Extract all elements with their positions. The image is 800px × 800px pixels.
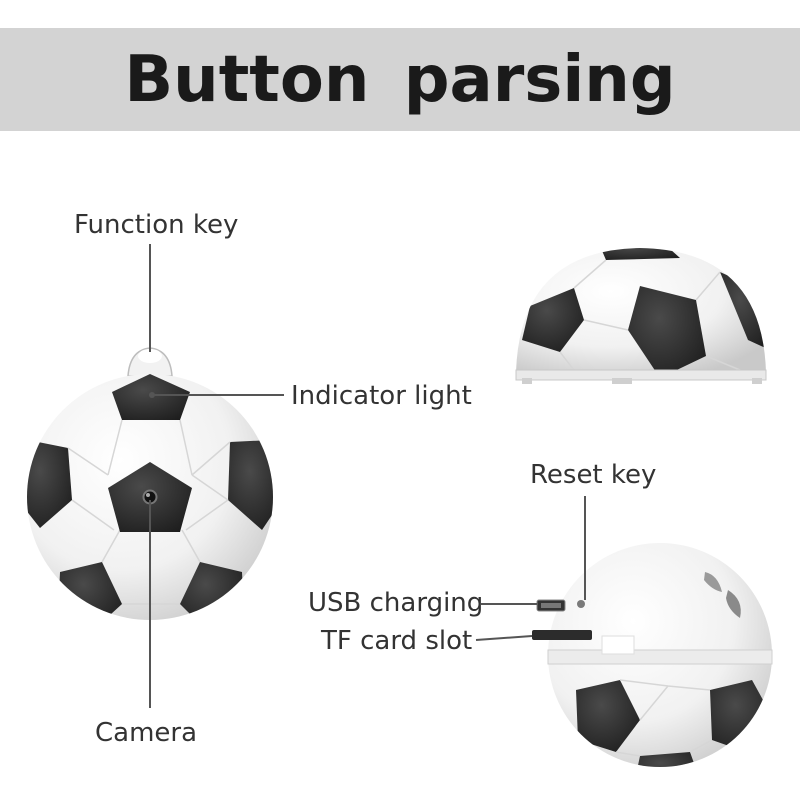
page-title: Button parsing bbox=[124, 42, 676, 117]
function-key-button bbox=[127, 347, 173, 377]
tf-card-slot-icon bbox=[532, 630, 592, 640]
title-banner: Button parsing bbox=[0, 28, 800, 131]
camera-ball-side bbox=[532, 543, 773, 767]
tf-card-slot-label: TF card slot bbox=[321, 626, 473, 656]
camera-ball-front bbox=[27, 347, 273, 620]
usb-charging-label: USB charging bbox=[308, 588, 484, 618]
reset-key-icon bbox=[577, 600, 585, 608]
camera-label: Camera bbox=[95, 718, 198, 748]
indicator-light-label: Indicator light bbox=[291, 381, 472, 411]
tf-card-slot-leader bbox=[475, 635, 533, 641]
leader-lines bbox=[149, 244, 586, 708]
camera-ball-top-half bbox=[515, 248, 767, 384]
function-key-label: Function key bbox=[74, 210, 239, 240]
reset-key-label: Reset key bbox=[530, 460, 657, 490]
